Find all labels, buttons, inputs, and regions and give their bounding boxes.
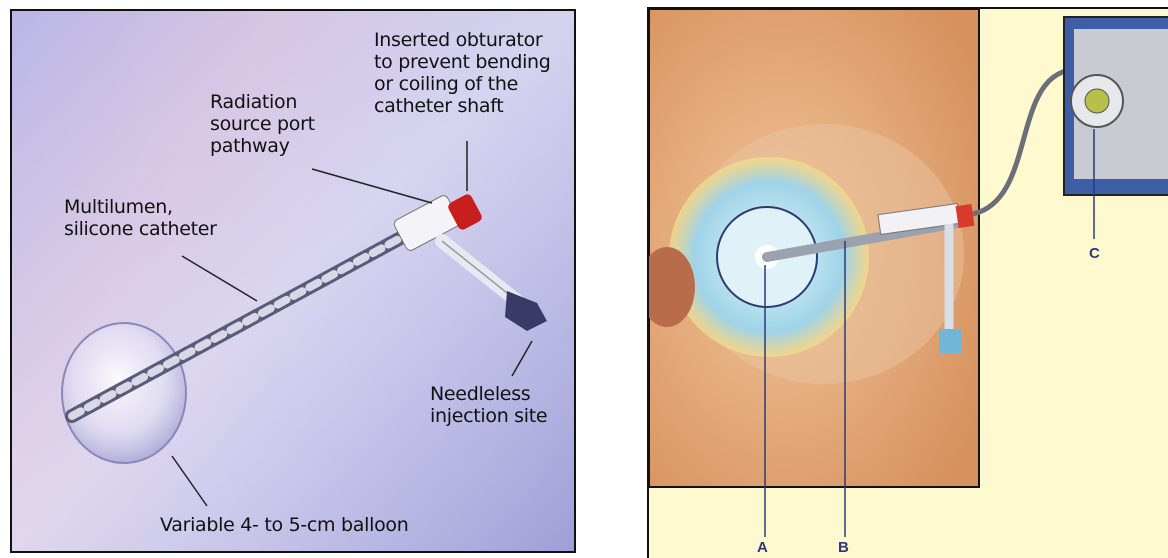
obturator-label: Inserted obturator to prevent bending or… bbox=[374, 29, 551, 117]
radiation-port-label: Radiation source port pathway bbox=[210, 91, 315, 157]
placement-illustration bbox=[649, 9, 1168, 558]
callout-c: C bbox=[1089, 245, 1100, 262]
callout-b: B bbox=[838, 539, 849, 556]
injection-site-label: Needleless injection site bbox=[430, 383, 547, 427]
catheter-device-figure: Inserted obturator to prevent bending or… bbox=[10, 9, 576, 553]
balloon-label: Variable 4- to 5-cm balloon bbox=[160, 514, 408, 536]
placement-figure: A B C bbox=[647, 7, 1168, 558]
callout-a: A bbox=[757, 539, 768, 556]
catheter-label: Multilumen, silicone catheter bbox=[64, 196, 217, 240]
